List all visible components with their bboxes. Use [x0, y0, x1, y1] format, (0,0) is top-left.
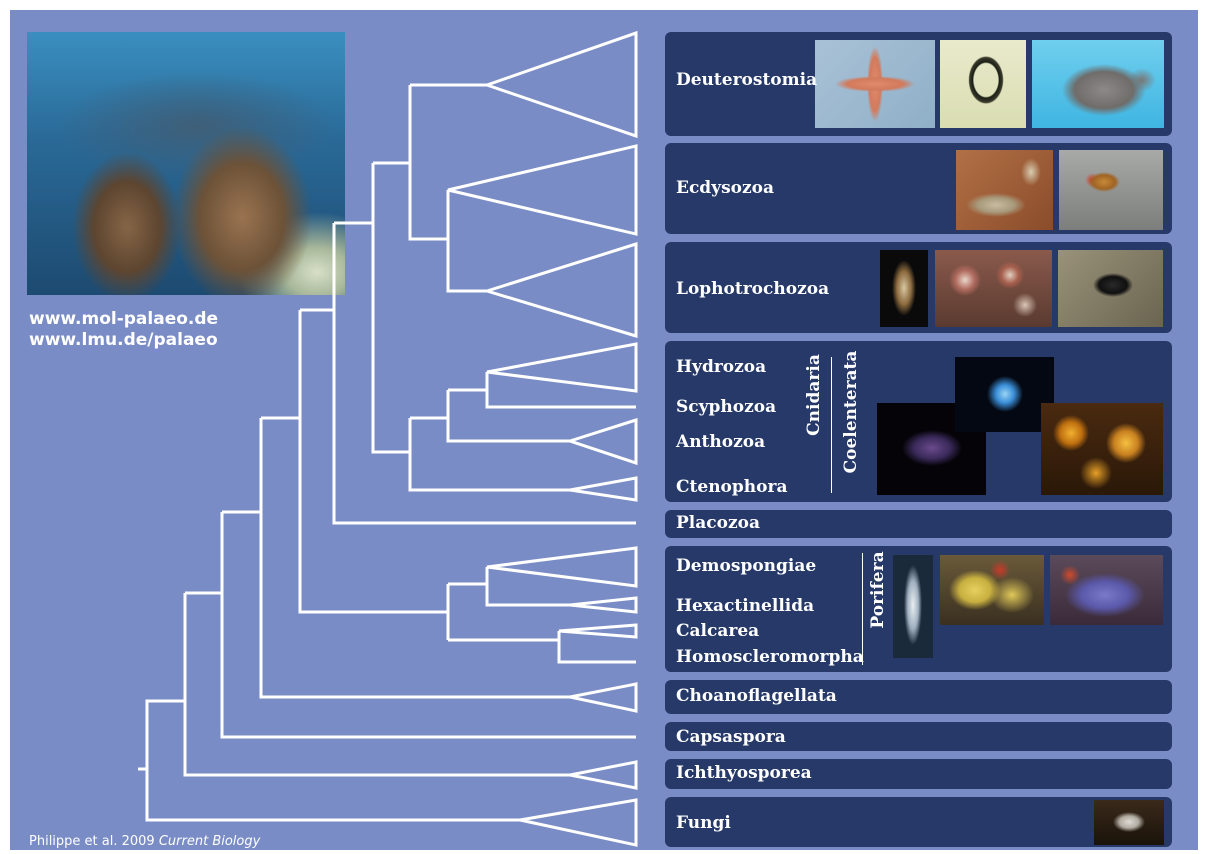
clade-triangle-ichthyosporea [570, 762, 636, 788]
clade-triangle-calcarea [559, 625, 636, 637]
label-ecdysozoa: Ecdysozoa [676, 178, 774, 198]
label-placozoa: Placozoa [676, 513, 760, 533]
tree-branches [147, 701, 185, 775]
clade-triangle-hexactinellida [570, 598, 636, 612]
label-calcarea: Calcarea [676, 621, 759, 641]
label-ctenophora: Ctenophora [676, 477, 787, 497]
coelenterata-bracket [831, 357, 832, 493]
label-homoscleromorpha: Homoscleromorpha [676, 647, 864, 667]
porifera-bracket [862, 553, 863, 665]
clade-triangle-demospongiae [487, 548, 636, 586]
label-hydrozoa: Hydrozoa [676, 357, 766, 377]
label-fungi: Fungi [676, 813, 731, 833]
label-hexactinellida: Hexactinellida [676, 596, 814, 616]
clade-triangle-anthozoa [570, 420, 636, 463]
label-ichthyosporea: Ichthyosporea [676, 763, 812, 783]
clade-triangle-hydrozoa [487, 344, 636, 391]
label-demospongiae: Demospongiae [676, 556, 816, 576]
label-lophotrochozoa: Lophotrochozoa [676, 279, 829, 299]
clade-triangle-choanoflagellata [570, 684, 636, 711]
clade-triangle-lophotrochozoa [487, 244, 636, 336]
group-label-coelenterata: Coelenterata [840, 350, 862, 474]
label-choanoflagellata: Choanoflagellata [676, 686, 837, 706]
label-capsaspora: Capsaspora [676, 727, 786, 747]
label-deuterostomia: Deuterostomia [676, 70, 817, 90]
group-label-porifera: Porifera [867, 551, 889, 629]
label-anthozoa: Anthozoa [676, 432, 765, 452]
clade-triangle-fungi [520, 800, 636, 845]
clade-triangle-ecdysozoa [448, 146, 636, 234]
clade-triangle-deuterostomia [487, 33, 636, 136]
label-scyphozoa: Scyphozoa [676, 397, 776, 417]
clade-triangle-ctenophora [570, 478, 636, 500]
group-label-cnidaria: Cnidaria [803, 347, 825, 443]
tree-backbone [138, 85, 636, 820]
